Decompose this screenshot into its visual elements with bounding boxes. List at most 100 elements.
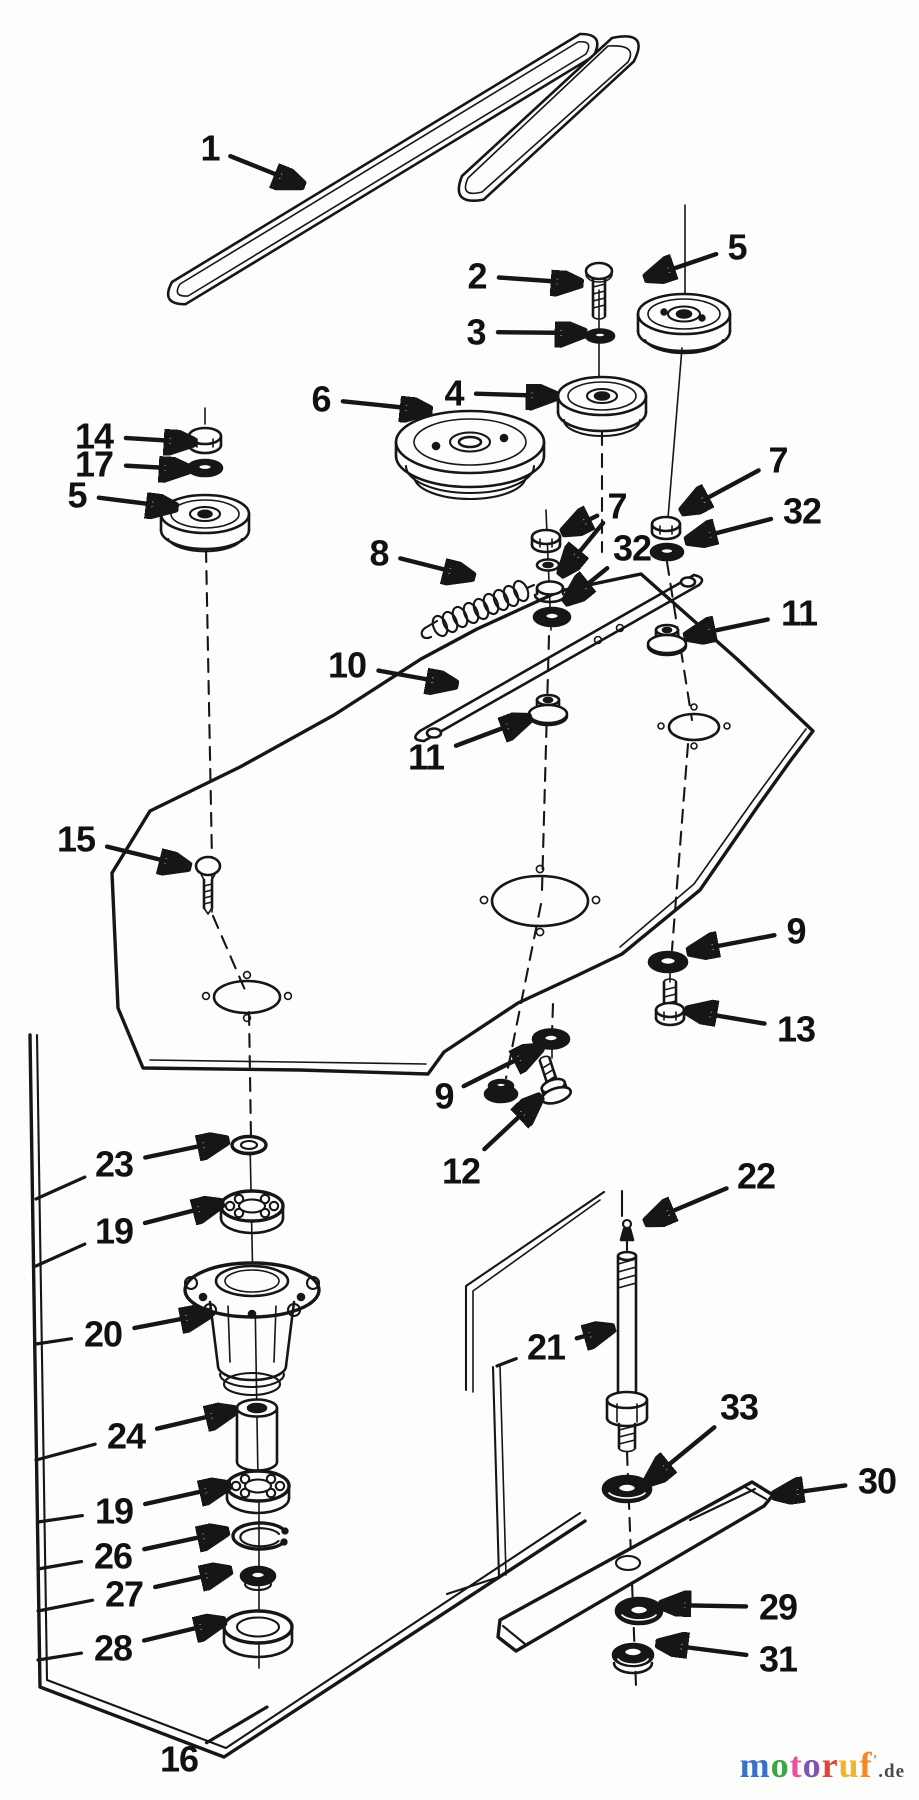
callout-23-22: 23 (34, 1141, 224, 1201)
logo-letter: o (770, 1745, 790, 1785)
callout-layer: 1234567321417587321110111591391223192024… (34, 128, 897, 1780)
nut-31 (611, 1642, 655, 1675)
site-logo[interactable]: motorufʼ.de (740, 1744, 905, 1786)
callout-14-8: 14 (75, 416, 191, 457)
logo-letter: t (789, 1745, 803, 1785)
callout-label-11: 11 (781, 593, 818, 634)
callout-7-12: 7 (685, 440, 789, 511)
spacer-11-left (527, 693, 569, 727)
callout-26-27: 26 (36, 1532, 224, 1577)
callout-11-16: 11 (408, 719, 527, 778)
callout-2-1: 2 (467, 256, 578, 297)
nut-14 (187, 426, 223, 455)
blade-spindle-shaft-21 (605, 1250, 649, 1453)
pulley-5-right (636, 292, 732, 355)
callout-32-13: 32 (690, 491, 822, 541)
bearing-19-top (219, 1189, 285, 1235)
callout-28-29: 28 (36, 1622, 221, 1669)
callout-label-32: 32 (613, 528, 651, 569)
logo-suffix: .de (878, 1761, 905, 1782)
washer-9-right (647, 950, 689, 974)
callout-label-28: 28 (94, 1628, 132, 1669)
callout-label-21: 21 (527, 1327, 566, 1368)
callout-8-11: 8 (369, 533, 470, 577)
callout-label-9: 9 (434, 1076, 453, 1117)
callout-33-33: 33 (649, 1387, 759, 1482)
callout-20-24: 20 (34, 1314, 207, 1355)
callout-label-12: 12 (442, 1151, 480, 1192)
washer-17 (186, 458, 224, 478)
callout-17-9: 17 (75, 444, 186, 485)
callout-15-17: 15 (57, 819, 186, 867)
callout-7-6: 7 (563, 486, 628, 573)
bearing-19-bottom (225, 1469, 291, 1515)
washer-33 (601, 1474, 653, 1504)
site-logo-text[interactable]: motorufʼ.de (740, 1745, 905, 1785)
bolt-12 (538, 1055, 573, 1105)
callout-label-11: 11 (408, 737, 445, 778)
seal-27 (239, 1565, 277, 1592)
callout-label-19: 19 (95, 1211, 133, 1252)
callout-12-21: 12 (442, 1099, 538, 1192)
washer-29 (614, 1596, 664, 1626)
spacer-11-right (646, 623, 688, 657)
washer-32-right (649, 542, 685, 562)
mower-blade-30 (496, 1480, 775, 1653)
pulley-6 (394, 409, 546, 501)
callout-label-27: 27 (105, 1574, 143, 1615)
callout-5-4: 5 (649, 227, 748, 278)
callout-label-31: 31 (759, 1639, 798, 1680)
callout-16-30: 16 (160, 1705, 269, 1780)
spindle-nut-under-deck (483, 1078, 519, 1104)
callout-3-2: 3 (466, 312, 582, 353)
spindle-housing-20 (183, 1261, 321, 1397)
callout-label-5: 5 (727, 227, 747, 268)
washer-9-bottom (531, 1028, 571, 1050)
washer-3 (584, 328, 616, 344)
callout-10-15: 10 (328, 645, 453, 686)
extension-spring-8 (420, 579, 536, 640)
logo-letter: o (802, 1745, 822, 1785)
logo-letter: u (838, 1745, 860, 1785)
callout-label-29: 29 (759, 1587, 797, 1628)
callout-label-32: 32 (783, 491, 821, 532)
callout-label-23: 23 (95, 1144, 133, 1185)
snap-ring-26 (231, 1521, 289, 1551)
callout-label-26: 26 (94, 1536, 132, 1577)
callout-1-0: 1 (200, 128, 300, 185)
nut-7-right (650, 515, 682, 541)
washer-32-middle (532, 606, 572, 628)
logo-letter: r (821, 1745, 839, 1785)
washer-middle-small (535, 558, 561, 572)
callout-label-16: 16 (160, 1739, 198, 1780)
callout-label-7: 7 (607, 486, 626, 527)
callout-label-1: 1 (200, 128, 220, 169)
callout-label-24: 24 (107, 1416, 146, 1457)
callout-label-4: 4 (444, 373, 464, 414)
idler-arm-10 (414, 573, 704, 743)
callout-label-10: 10 (328, 645, 366, 686)
callout-9-20: 9 (434, 1049, 538, 1117)
callout-29-35: 29 (664, 1587, 798, 1628)
washer-23 (230, 1134, 268, 1156)
callout-label-3: 3 (466, 312, 485, 353)
callout-13-19: 13 (690, 1009, 816, 1050)
callout-label-6: 6 (311, 379, 330, 420)
callout-30-34: 30 (777, 1461, 897, 1502)
callout-label-17: 17 (75, 444, 113, 485)
pulley-4 (556, 375, 648, 438)
callout-19-26: 19 (36, 1486, 226, 1532)
callout-24-25: 24 (34, 1411, 232, 1462)
callout-label-14: 14 (75, 416, 114, 457)
callout-4-3: 4 (444, 373, 553, 414)
callout-21-32: 21 (495, 1327, 610, 1368)
callout-31-36: 31 (661, 1639, 799, 1680)
callout-label-20: 20 (84, 1314, 122, 1355)
callout-9-18: 9 (692, 911, 807, 952)
callout-label-15: 15 (57, 819, 96, 860)
callout-label-13: 13 (777, 1009, 815, 1050)
logo-letter: f (859, 1745, 873, 1785)
callout-11-14: 11 (689, 593, 819, 637)
bolt-2 (584, 261, 614, 320)
